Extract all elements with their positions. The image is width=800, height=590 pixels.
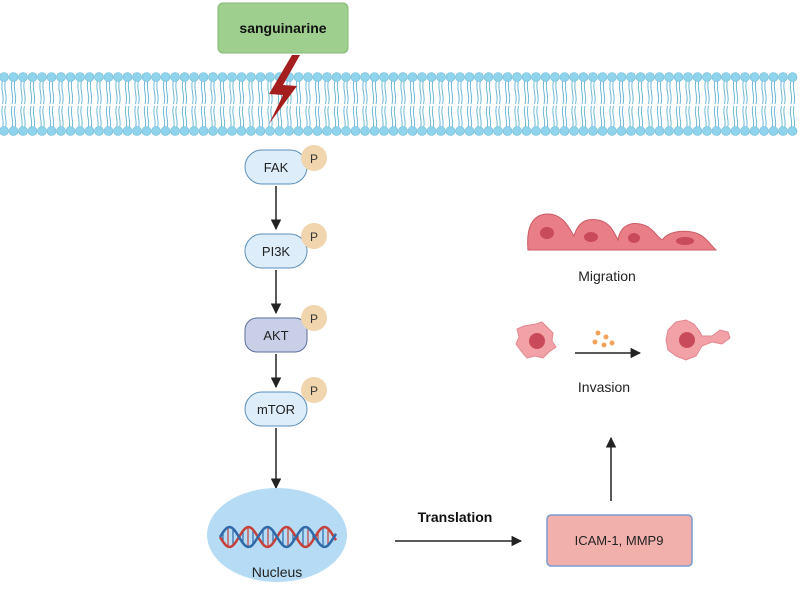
nucleus: Nucleus bbox=[207, 488, 347, 582]
phospho-label: P bbox=[310, 384, 318, 398]
node-pi3k: PI3K P bbox=[244, 223, 327, 269]
target-genes-box: ICAM-1, MMP9 bbox=[546, 514, 693, 567]
phospho-label: P bbox=[310, 230, 318, 244]
secreted-particles-icon bbox=[592, 330, 615, 348]
node-label: FAK bbox=[264, 160, 289, 175]
phospho-badge bbox=[301, 145, 327, 171]
phospho-badge bbox=[301, 223, 327, 249]
node-label: mTOR bbox=[257, 402, 295, 417]
tumor-cell-icon bbox=[515, 321, 557, 359]
node-akt: AKT P bbox=[244, 305, 327, 353]
nucleus-label: Nucleus bbox=[252, 564, 303, 580]
invasion-illustration bbox=[515, 319, 731, 361]
sanguinarine-box: sanguinarine bbox=[217, 2, 349, 54]
cell-membrane bbox=[0, 72, 798, 136]
target-genes-label: ICAM-1, MMP9 bbox=[575, 533, 664, 548]
dna-helix-icon bbox=[218, 525, 338, 549]
drug-label: sanguinarine bbox=[239, 20, 326, 36]
node-label: AKT bbox=[263, 328, 288, 343]
node-label: PI3K bbox=[262, 244, 291, 259]
phospho-badge bbox=[301, 377, 327, 403]
translation-label: Translation bbox=[418, 509, 493, 525]
node-mtor: mTOR P bbox=[244, 377, 327, 427]
invasion-label: Invasion bbox=[578, 379, 630, 395]
phospho-label: P bbox=[310, 312, 318, 326]
invading-cell-icon bbox=[665, 319, 731, 361]
node-fak: FAK P bbox=[244, 145, 327, 185]
signaling-pathway: FAK P PI3K P AKT P mTOR P bbox=[244, 145, 327, 427]
phospho-badge bbox=[301, 305, 327, 331]
lightning-bolt-icon bbox=[269, 55, 300, 124]
phospho-label: P bbox=[310, 152, 318, 166]
migrating-cells-icon bbox=[527, 213, 718, 251]
migration-label: Migration bbox=[578, 268, 636, 284]
